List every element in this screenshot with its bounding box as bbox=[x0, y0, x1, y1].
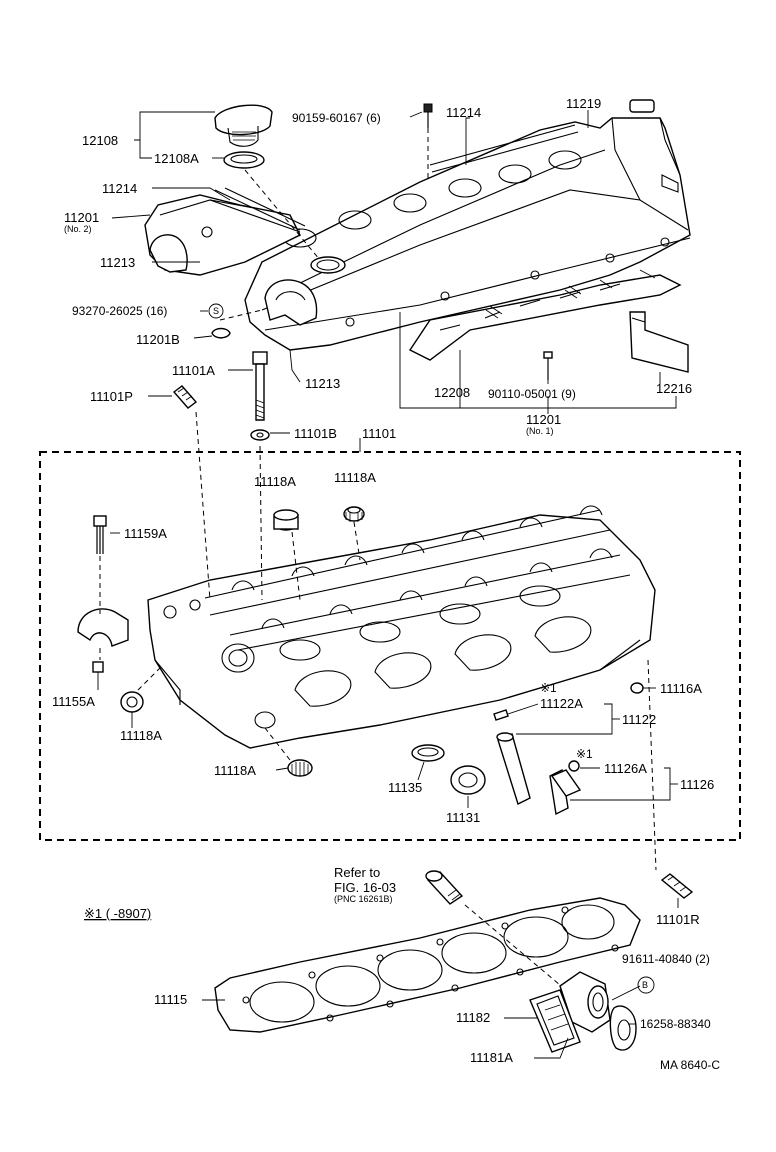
cover-bolt bbox=[423, 103, 433, 128]
refer-to-text: Refer to bbox=[334, 865, 380, 880]
water-outlet-gasket bbox=[529, 989, 581, 1053]
tight-plug-d bbox=[287, 759, 313, 777]
label-11201-no2: 11201 bbox=[64, 210, 99, 225]
baffle-screw bbox=[543, 351, 553, 380]
bracket bbox=[629, 311, 689, 373]
label-11101B: 11101B bbox=[294, 426, 337, 441]
label-11115: 11115 bbox=[154, 992, 187, 1007]
tight-plug-a bbox=[273, 509, 299, 531]
valve-guide-bushing-2 bbox=[549, 768, 582, 816]
label-11159A: 11159A bbox=[124, 526, 167, 541]
valve-seat-insert bbox=[450, 765, 486, 795]
drawing-code: MA 8640-C bbox=[660, 1058, 720, 1072]
label-11214-left: 11214 bbox=[102, 181, 137, 196]
seal-symbol-s: S bbox=[213, 306, 219, 316]
bearing-cap-bolt bbox=[93, 515, 107, 554]
valve-guide-clip-2 bbox=[568, 760, 580, 772]
label-93270-26025: 93270-26025 (16) bbox=[72, 304, 167, 318]
label-11122: 11122 bbox=[622, 712, 656, 727]
note-mark-11122A: ※1 bbox=[540, 681, 557, 695]
label-11118A-d: 11118A bbox=[214, 763, 256, 778]
label-11201-no2-sub: (No. 2) bbox=[64, 224, 92, 234]
label-11213-mid: 11213 bbox=[305, 376, 340, 391]
label-11118A-c: 11118A bbox=[120, 728, 162, 743]
bolt-symbol-b: B bbox=[642, 980, 648, 990]
label-11126A: 11126A bbox=[604, 761, 647, 776]
tight-plug-b bbox=[343, 506, 365, 522]
valve-guide-bushing-1 bbox=[496, 732, 531, 805]
refer-fig-text: FIG. 16-03 bbox=[334, 880, 396, 895]
refer-pnc-text: (PNC 16261B) bbox=[334, 894, 393, 904]
label-11118A-a: 11118A bbox=[254, 474, 296, 489]
valve-stem-seal bbox=[411, 744, 445, 762]
label-12208: 12208 bbox=[434, 385, 470, 400]
label-11101P: 11101P bbox=[90, 389, 133, 404]
label-11214-top: 11214 bbox=[446, 105, 481, 120]
label-11213-left: 11213 bbox=[100, 255, 135, 270]
valve-guide-clip-1 bbox=[493, 709, 509, 721]
head-bolt-washer bbox=[250, 429, 270, 441]
label-11201B: 11201B bbox=[136, 332, 180, 347]
label-11126: 11126 bbox=[680, 777, 714, 792]
label-11201-no1: 11201 bbox=[526, 412, 561, 427]
stud-bolt-r bbox=[660, 873, 694, 899]
label-11135: 11135 bbox=[388, 780, 422, 795]
label-11201-no1-sub: (No. 1) bbox=[526, 426, 554, 436]
water-outlet-housing bbox=[559, 971, 611, 1033]
seal-washer bbox=[208, 303, 231, 339]
leader-lines bbox=[97, 110, 679, 1059]
label-11116A: 11116A bbox=[660, 681, 702, 696]
label-90110-05001: 90110-05001 (9) bbox=[488, 387, 576, 401]
label-90159-60167: 90159-60167 (6) bbox=[292, 111, 381, 125]
label-11101R: 11101R bbox=[656, 912, 700, 927]
label-12108: 12108 bbox=[82, 133, 118, 148]
label-12108A: 12108A bbox=[154, 151, 199, 166]
cylinder-head bbox=[147, 505, 656, 749]
sensor-plug bbox=[425, 870, 464, 905]
plug-11116A bbox=[630, 682, 644, 694]
outlet-flange-gasket bbox=[609, 1005, 637, 1051]
head-gasket bbox=[214, 897, 641, 1033]
label-11122A: 11122A bbox=[540, 696, 583, 711]
note-key: ※1 ( -8907) bbox=[84, 906, 151, 921]
note-mark-11126A: ※1 bbox=[576, 747, 593, 761]
tight-plug-c bbox=[120, 691, 144, 713]
stud-bolt-p bbox=[172, 385, 198, 409]
label-11101: 11101 bbox=[362, 426, 396, 441]
label-11182: 11182 bbox=[456, 1010, 490, 1025]
label-11181A: 11181A bbox=[470, 1050, 513, 1065]
cylinder-head-frame bbox=[39, 451, 741, 841]
label-11118A-b: 11118A bbox=[334, 470, 376, 485]
cylinder-head-cover-no2 bbox=[144, 187, 306, 276]
leader-cap-to-neck bbox=[244, 169, 321, 261]
label-16258-88340: 16258-88340 bbox=[640, 1017, 711, 1031]
label-91611-40840: 91611-40840 (2) bbox=[622, 952, 710, 966]
label-12216: 12216 bbox=[656, 381, 692, 396]
cylinder-head-cover-no1 bbox=[244, 99, 691, 351]
head-bolt bbox=[252, 351, 268, 421]
label-11101A: 11101A bbox=[172, 363, 215, 378]
oil-filler-cap-gasket bbox=[223, 151, 265, 169]
bearing-cap bbox=[77, 608, 129, 647]
part-labels: 12108 12108A 90159-60167 (6) 11214 11219… bbox=[52, 96, 720, 1072]
baffle-plate bbox=[408, 269, 682, 361]
assembly-lines bbox=[99, 128, 657, 986]
label-11155A: 11155A bbox=[52, 694, 95, 709]
oil-filler-cap bbox=[214, 104, 273, 147]
label-11219: 11219 bbox=[566, 96, 601, 111]
bolt-symbol-circle bbox=[637, 976, 655, 994]
straight-pin bbox=[92, 661, 104, 673]
label-11131: 11131 bbox=[446, 810, 480, 825]
